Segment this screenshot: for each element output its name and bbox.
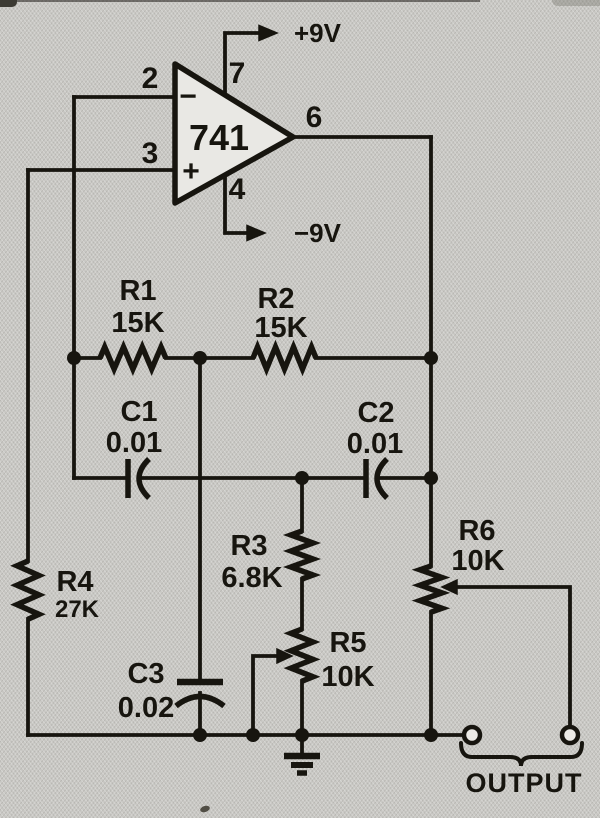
c1-value-label: 0.01 <box>106 427 162 459</box>
r5-value-label: 10K <box>321 661 374 693</box>
junction-dot <box>424 728 438 742</box>
potentiometer-r5: R5 10K <box>276 626 375 693</box>
resistor-r4: R4 27K <box>10 558 100 623</box>
minus9v-label: −9V <box>294 218 342 248</box>
r2-value-label: 15K <box>254 312 307 344</box>
junction-dot <box>193 351 207 365</box>
r4-ref-label: R4 <box>56 566 93 598</box>
output-section: OUTPUT <box>459 724 584 798</box>
resistor-r3: R3 6.8K <box>221 528 322 594</box>
capacitor-c1: C1 0.01 <box>106 396 162 500</box>
c1-ref-label: C1 <box>120 396 157 428</box>
pin2-label: 2 <box>142 62 159 95</box>
c3-value-label: 0.02 <box>118 692 174 724</box>
junction-dot <box>295 471 309 485</box>
minus9v-arrow-icon <box>246 224 267 242</box>
junction-dot <box>295 728 309 742</box>
c3-ref-label: C3 <box>127 658 164 690</box>
output-terminal-right <box>559 724 581 746</box>
wire-r5-wiper <box>251 654 281 737</box>
r1-ref-label: R1 <box>119 275 156 307</box>
capacitor-c3: C3 0.02 <box>118 658 226 724</box>
scan-smudge-artifact <box>552 0 600 6</box>
r5-wiper-arrow-icon <box>276 647 294 665</box>
resistor-zigzag-icon <box>10 558 46 622</box>
junction-dot <box>424 351 438 365</box>
junction-dots <box>67 351 438 742</box>
junction-dot <box>67 351 81 365</box>
r6-wiper-arrow-icon <box>440 578 458 596</box>
wire-pin4 <box>223 172 250 235</box>
resistor-r2: R2 15K <box>250 283 319 377</box>
scan-corner-artifact <box>0 0 17 7</box>
c2-ref-label: C2 <box>357 397 394 429</box>
resistor-zigzag-icon <box>282 528 322 582</box>
output-label: OUTPUT <box>466 768 583 798</box>
wire-pin7 <box>223 31 262 98</box>
capacitor-curved-plate-icon <box>374 457 390 500</box>
resistor-zigzag-icon <box>283 626 321 684</box>
r6-ref-label: R6 <box>458 515 495 547</box>
capacitor-curved-plate-icon <box>174 693 226 709</box>
power-connections: +9V −9V <box>246 18 342 248</box>
pin4-label: 4 <box>229 173 246 206</box>
r3-value-label: 6.8K <box>221 562 282 594</box>
pin3-label: 3 <box>142 137 159 170</box>
resistor-zigzag-icon <box>411 563 451 615</box>
potentiometer-r6: R6 10K <box>411 515 505 615</box>
wire-r6-wiper <box>454 585 572 728</box>
plus9v-arrow-icon <box>258 24 279 42</box>
r1-value-label: 15K <box>111 307 164 339</box>
output-brace-icon <box>459 741 584 767</box>
r6-value-label: 10K <box>451 545 504 577</box>
capacitor-c2: C2 0.01 <box>347 397 403 500</box>
c2-value-label: 0.01 <box>347 428 403 460</box>
capacitor-curved-plate-icon <box>136 457 152 500</box>
junction-dot <box>246 728 260 742</box>
resistor-zigzag-icon <box>97 340 169 376</box>
output-terminal-left <box>461 724 483 746</box>
pin6-label: 6 <box>306 101 323 134</box>
plus9v-label: +9V <box>294 18 342 48</box>
r4-value-label: 27K <box>55 596 100 623</box>
scan-edge-artifact <box>0 0 480 2</box>
pin7-label: 7 <box>229 57 246 90</box>
opamp-minus-sign: − <box>179 80 197 113</box>
opamp-triangle-icon <box>172 61 296 206</box>
resistor-zigzag-icon <box>250 339 319 377</box>
resistor-r1: R1 15K <box>97 275 169 376</box>
r5-ref-label: R5 <box>329 627 366 659</box>
r3-ref-label: R3 <box>230 530 267 562</box>
opamp-symbol: 741 − + 2 3 7 4 6 <box>142 57 323 206</box>
r2-ref-label: R2 <box>257 283 294 315</box>
opamp-part-label: 741 <box>189 117 249 158</box>
opamp-plus-sign: + <box>182 155 200 188</box>
junction-dot <box>424 471 438 485</box>
junction-dot <box>193 728 207 742</box>
